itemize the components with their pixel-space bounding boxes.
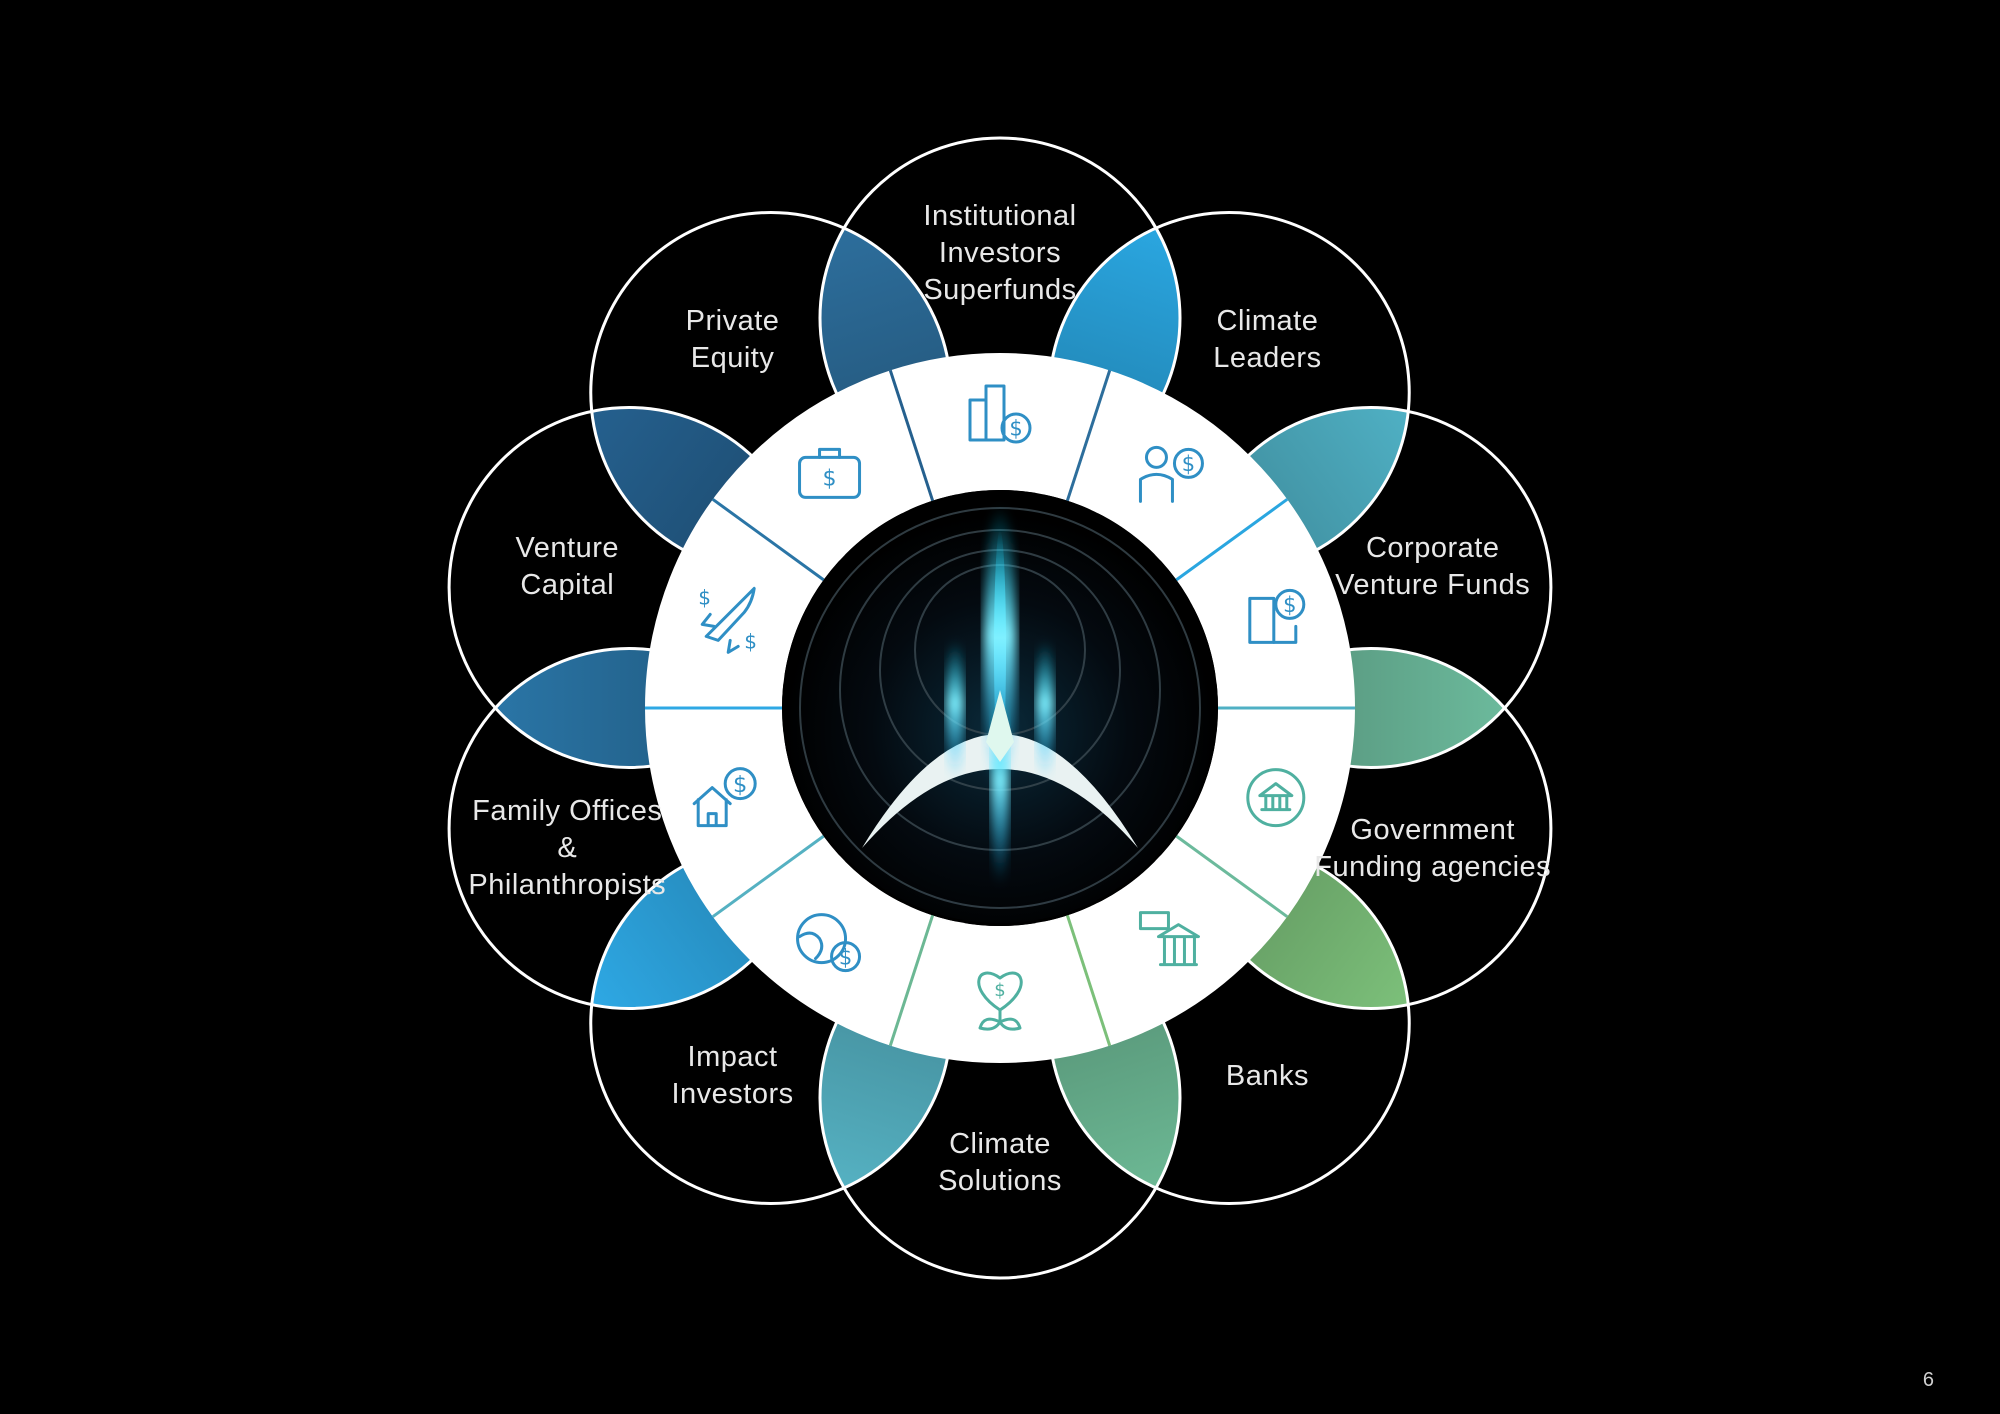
- label-private-equity: Private Equity: [685, 304, 780, 374]
- ring-divider: [888, 914, 935, 1047]
- label-banks: Banks: [1225, 1059, 1309, 1092]
- icon-ring: [645, 353, 1355, 1063]
- svg-text:$: $: [823, 466, 837, 491]
- center-logo: [782, 490, 1218, 926]
- label-climate-leaders: Climate Leaders: [1213, 304, 1322, 374]
- svg-text:$: $: [1182, 452, 1195, 476]
- ring-divider: [1175, 834, 1289, 918]
- label-institutional-investors-superfunds: Institutional Investors Superfunds: [923, 199, 1077, 306]
- heart-plant-dollar-icon: $: [977, 971, 1023, 1031]
- label-corporate-venture-funds: Corporate Venture Funds: [1335, 532, 1531, 602]
- segment-icons: $$$$$$$$$: [692, 384, 1306, 1031]
- label-government-funding-agencies: Government Funding agencies: [1314, 813, 1552, 883]
- svg-text:$: $: [994, 980, 1005, 1001]
- svg-text:$: $: [1283, 593, 1296, 617]
- ring-divider: [888, 369, 935, 502]
- globe-dollar-icon: $: [796, 913, 862, 973]
- svg-text:$: $: [744, 629, 757, 653]
- label-impact-investors: Impact Investors: [671, 1041, 794, 1111]
- bank-money-icon: [1138, 911, 1200, 967]
- ring-divider: [711, 834, 825, 918]
- ring-divider: [1065, 914, 1112, 1047]
- ring-divider: [1065, 369, 1112, 502]
- page-number: 6: [1922, 1369, 1934, 1391]
- ring-divider: [711, 498, 825, 582]
- ring-divider: [1175, 498, 1289, 582]
- svg-text:$: $: [1009, 417, 1022, 441]
- svg-text:$: $: [698, 585, 711, 609]
- person-dollar-icon: $: [1138, 445, 1204, 503]
- rocket-dollar-icon: $$: [698, 585, 757, 654]
- briefcase-dollar-icon: $: [798, 447, 862, 499]
- svg-text:$: $: [839, 945, 852, 969]
- building-dollar-icon: $: [968, 384, 1032, 444]
- government-target-icon: [1246, 768, 1306, 828]
- label-climate-solutions: Climate Solutions: [938, 1128, 1062, 1197]
- house-dollar-icon: $: [692, 767, 757, 828]
- label-family-offices-philanthropists: Family Offices & Philanthropists: [468, 795, 667, 902]
- label-venture-capital: Venture Capital: [515, 532, 619, 602]
- rocket-logo-icon: [862, 505, 1138, 885]
- svg-text:$: $: [733, 772, 747, 798]
- corporate-dollar-icon: $: [1248, 588, 1306, 644]
